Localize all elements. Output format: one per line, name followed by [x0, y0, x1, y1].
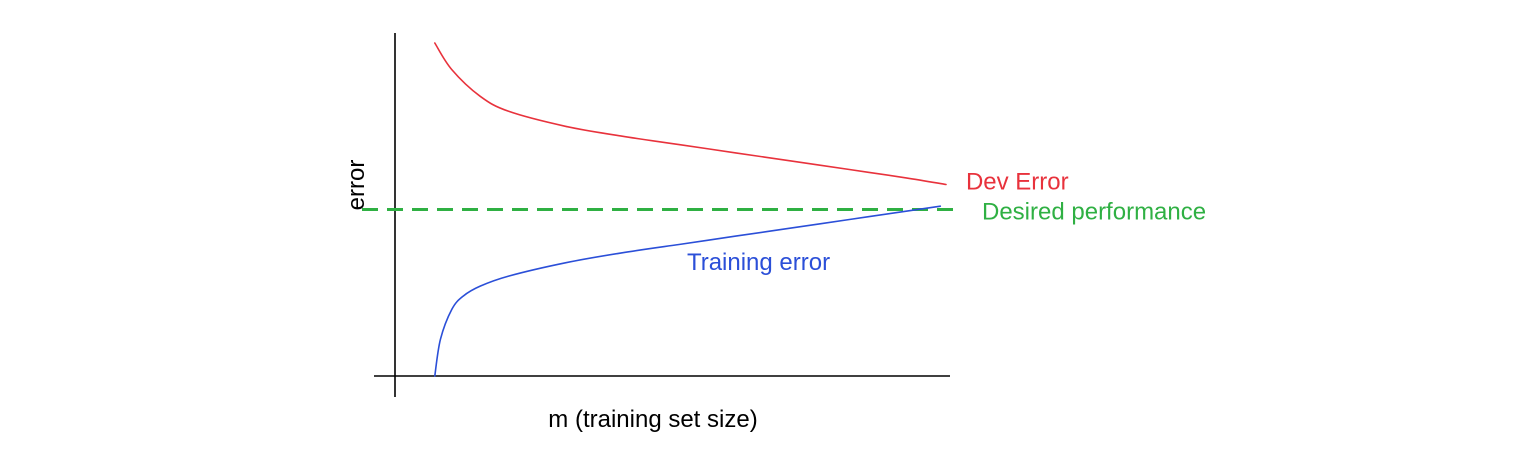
training-error-label: Training error — [687, 249, 830, 276]
dev-error-curve — [434, 42, 947, 186]
dev-error-label: Dev Error — [966, 169, 1069, 196]
y-axis-label: error — [343, 160, 370, 211]
desired-performance-label: Desired performance — [982, 199, 1206, 226]
x-axis-label: m (training set size) — [548, 406, 757, 433]
training-error-curve — [434, 205, 942, 377]
